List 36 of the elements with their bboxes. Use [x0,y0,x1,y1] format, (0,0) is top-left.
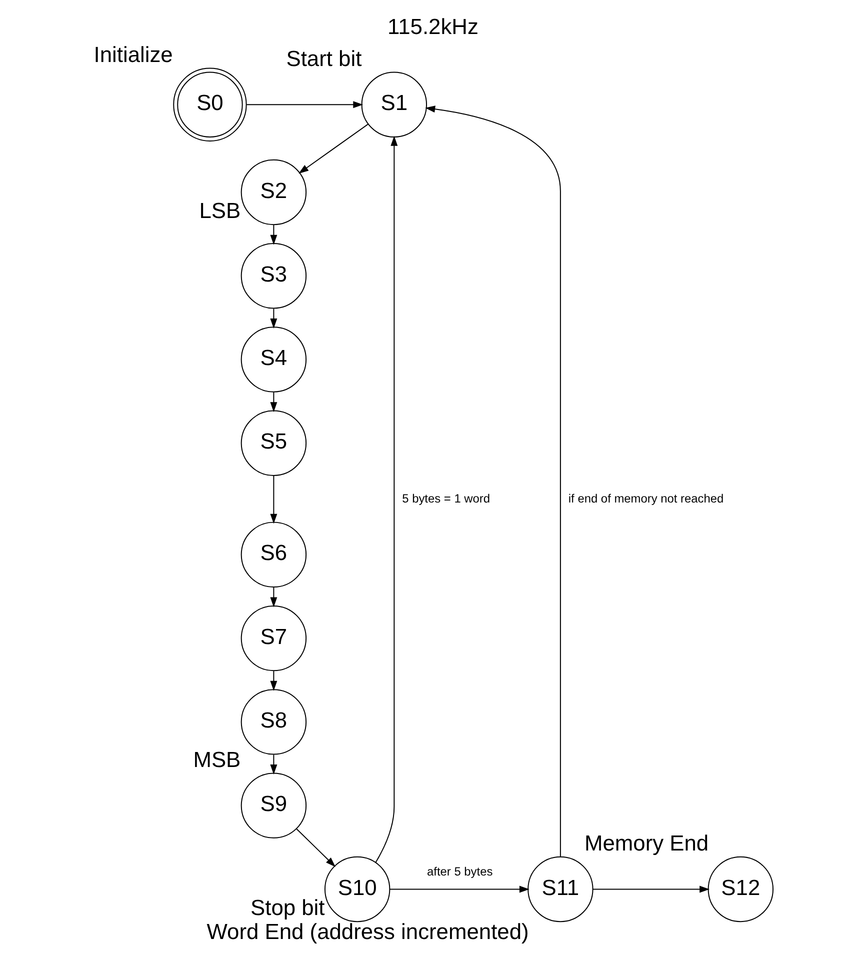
node-circle: S6 [240,522,306,588]
node-circle: S9 [240,772,306,838]
arrow [298,124,368,174]
node-label: Memory End [584,830,708,856]
arrow [270,392,277,412]
arrow [270,586,277,608]
edge-label: if end of memory not reached [568,492,724,506]
node-circle: S8 [240,689,306,755]
node-circle: S7 [240,605,306,672]
node-label: Start bit [286,46,362,71]
arrow [246,101,363,108]
node-circle: S2 [240,159,306,226]
arrow [270,308,277,328]
arrow [270,670,277,691]
arrow [388,886,529,893]
node-circle: S11 [527,856,593,922]
node-circle: S12 [707,856,774,922]
arrow [592,886,710,893]
node-circle: S0 [172,68,246,142]
node-circle: S3 [240,243,306,309]
arrow [270,475,277,524]
node-label: MSB [192,746,240,772]
node-label: Initialize [93,42,172,67]
node-label: Stop bit [250,895,324,920]
arrow [374,136,398,863]
arrow [270,224,277,245]
node-circle: S5 [240,410,306,476]
node-label: LSB [198,198,240,224]
node-circle: S4 [240,326,306,392]
arrow [296,828,336,867]
edge-label: after 5 bytes [426,864,492,878]
node-circle: S1 [360,72,427,138]
arrow [424,106,560,858]
arrow [270,754,277,774]
diagram-title: 115.2kHz [387,14,478,40]
edge-label: 5 bytes = 1 word [402,492,490,506]
